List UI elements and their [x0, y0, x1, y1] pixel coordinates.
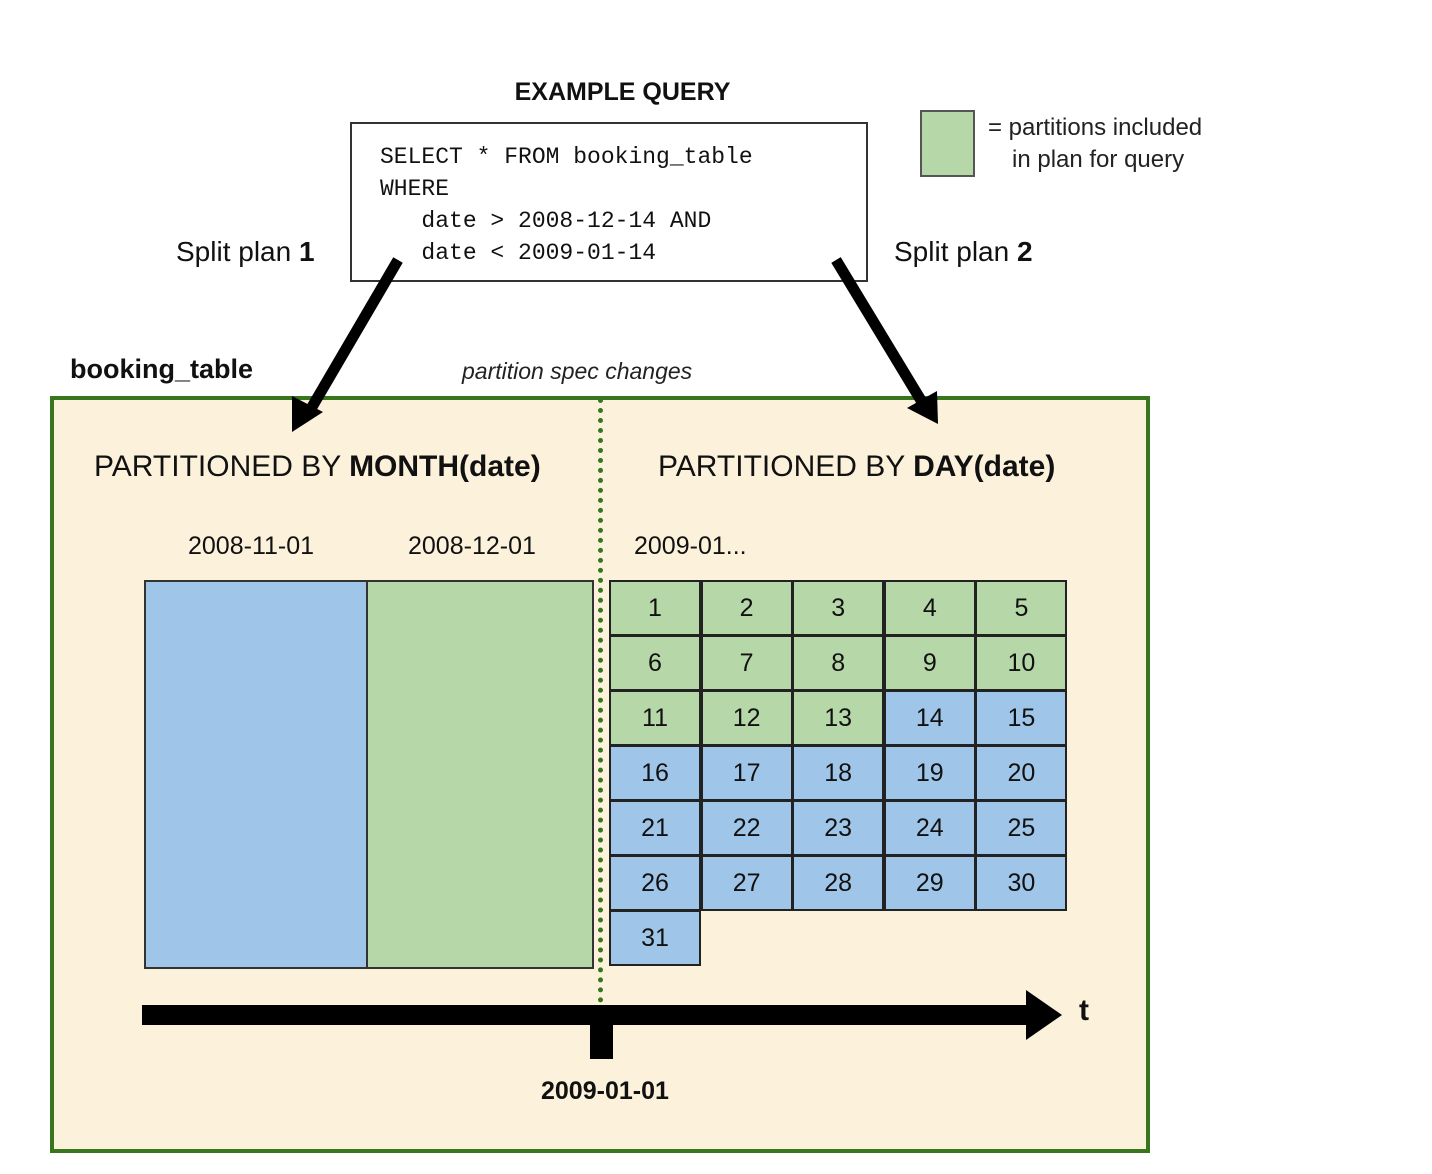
split-plan-2-label: Split plan 2	[894, 236, 1033, 267]
legend-text-line2: in plan for query	[1012, 146, 1185, 173]
day-partition-cell: 17	[700, 745, 793, 801]
day-partition-cell: 31	[609, 910, 701, 966]
time-axis-label: t	[1079, 994, 1089, 1027]
day-partition-cell: 22	[700, 800, 793, 856]
table-name: booking_table	[70, 354, 254, 384]
day-partition-cell: 27	[700, 855, 793, 911]
day-partition-cell: 3	[792, 580, 885, 636]
spec-change-line	[598, 398, 603, 1023]
day-partition-cell: 10	[975, 635, 1068, 691]
day-partition-title: PARTITIONED BY DAY(date)	[658, 450, 1056, 483]
timeline-marker-date: 2009-01-01	[541, 1077, 669, 1105]
day-partition-cell: 26	[609, 855, 701, 911]
day-month-label: 2009-01...	[634, 532, 747, 560]
query-line: SELECT * FROM booking_table	[380, 144, 753, 170]
split-plan-1-label: Split plan 1	[176, 236, 315, 267]
day-partition-cell: 19	[883, 745, 976, 801]
month-partition-block	[144, 580, 368, 969]
day-partition-cell: 12	[700, 690, 793, 746]
query-line: date > 2008-12-14 AND	[380, 208, 712, 234]
day-partition-cell: 4	[883, 580, 976, 636]
query-line: WHERE	[380, 176, 450, 202]
day-partition-cell: 29	[883, 855, 976, 911]
day-partition-cell: 14	[883, 690, 976, 746]
month-date-label: 2008-11-01	[188, 532, 315, 560]
day-partition-cell: 30	[975, 855, 1068, 911]
spec-change-label: partition spec changes	[462, 358, 693, 384]
month-date-label: 2008-12-01	[408, 532, 536, 560]
day-partition-cell: 25	[975, 800, 1068, 856]
split-plan-1-arrow	[292, 257, 403, 432]
legend-swatch	[920, 110, 975, 177]
legend-text-line1: = partitions included	[988, 114, 1203, 141]
split-plan-2-arrow	[831, 257, 938, 424]
query-box: SELECT * FROM booking_table WHERE date >…	[350, 122, 868, 282]
day-partition-cell: 15	[975, 690, 1068, 746]
query-line: date < 2009-01-14	[380, 240, 657, 266]
day-partition-cell: 11	[609, 690, 701, 746]
day-partition-cell: 7	[700, 635, 793, 691]
day-partition-cell: 16	[609, 745, 701, 801]
timeline-marker	[590, 1010, 613, 1059]
day-partition-cell: 28	[792, 855, 885, 911]
month-partition-block	[366, 580, 594, 969]
timeline-arrow	[142, 990, 1062, 1040]
month-partition-title: PARTITIONED BY MONTH(date)	[94, 450, 541, 483]
day-partition-cell: 8	[792, 635, 885, 691]
day-partition-cell: 9	[883, 635, 976, 691]
day-partition-cell: 13	[792, 690, 885, 746]
day-partition-cell: 6	[609, 635, 701, 691]
query-title: EXAMPLE QUERY	[514, 78, 731, 106]
day-partition-cell: 24	[883, 800, 976, 856]
day-partition-cell: 20	[975, 745, 1068, 801]
